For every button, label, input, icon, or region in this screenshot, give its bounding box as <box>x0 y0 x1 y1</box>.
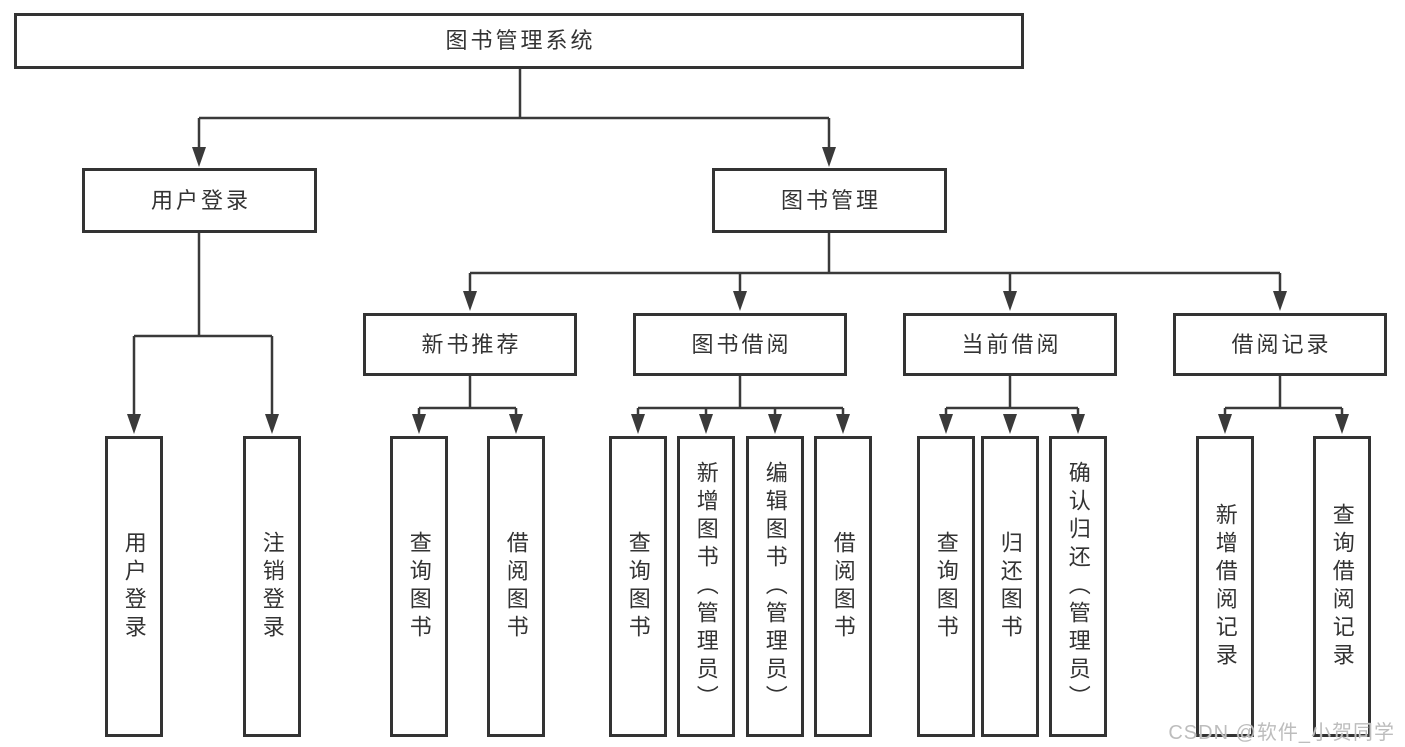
leaf-borrow-edit-books-admin: 编辑图书（管理员） <box>746 436 804 737</box>
csdn-watermark: CSDN @软件_小贺同学 <box>1168 722 1395 744</box>
leaf-borrow-query-books: 查询图书 <box>609 436 667 737</box>
node-borrow-records: 借阅记录 <box>1173 313 1387 376</box>
connector-book-management-to-level3 <box>463 233 1287 311</box>
node-current-borrow: 当前借阅 <box>903 313 1117 376</box>
leaf-current-return-books: 归还图书 <box>981 436 1039 737</box>
leaf-borrow-add-books-admin: 新增图书（管理员） <box>677 436 735 737</box>
leaf-user-login: 用户登录 <box>105 436 163 737</box>
node-library-management-system: 图书管理系统 <box>14 13 1024 69</box>
node-book-borrow: 图书借阅 <box>633 313 847 376</box>
connector-book-borrow-to-leaves <box>631 376 850 434</box>
connector-root-to-level2 <box>192 68 836 167</box>
leaf-newrec-query-books: 查询图书 <box>390 436 448 737</box>
connector-current-borrow-to-leaves <box>939 376 1085 434</box>
node-user-login-group: 用户登录 <box>82 168 317 233</box>
leaf-borrow-borrow-books: 借阅图书 <box>814 436 872 737</box>
leaf-current-confirm-return-admin: 确认归还（管理员） <box>1049 436 1107 737</box>
leaf-logout: 注销登录 <box>243 436 301 737</box>
leaf-current-query-books: 查询图书 <box>917 436 975 737</box>
connector-new-book-recommend-to-leaves <box>412 376 523 434</box>
leaf-newrec-borrow-books: 借阅图书 <box>487 436 545 737</box>
node-book-management-group: 图书管理 <box>712 168 947 233</box>
node-new-book-recommend: 新书推荐 <box>363 313 577 376</box>
leaf-records-add-record: 新增借阅记录 <box>1196 436 1254 737</box>
connector-borrow-records-to-leaves <box>1218 376 1349 434</box>
leaf-records-query-record: 查询借阅记录 <box>1313 436 1371 737</box>
connector-user-login-to-leaves <box>127 233 279 434</box>
